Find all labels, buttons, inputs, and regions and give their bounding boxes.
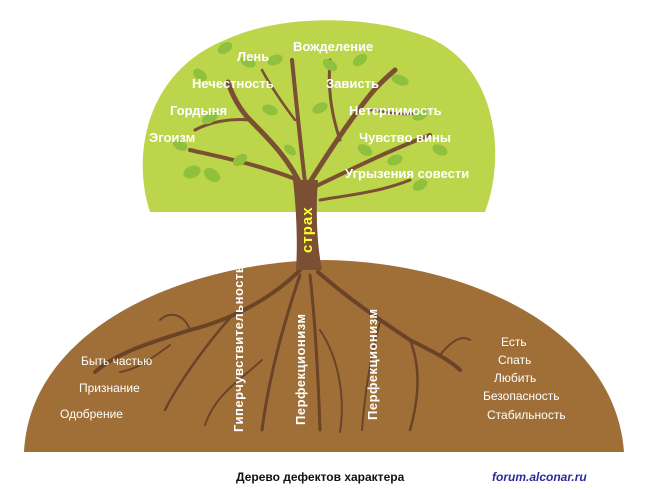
label-remorse: Угрызения совести (345, 166, 469, 181)
label-eat: Есть (501, 335, 527, 349)
label-stability: Стабильность (487, 408, 566, 422)
label-love: Любить (494, 371, 536, 385)
label-belong: Быть частью (81, 354, 152, 368)
tree-branches (188, 58, 432, 202)
label-hypersensitivity: Гиперчувствительность (231, 265, 246, 432)
label-perfectionism-1: Перфекционизм (293, 314, 308, 425)
root-vertical-labels: Гиперчувствительность Перфекционизм Перф… (231, 265, 380, 432)
label-lazy: Лень (237, 49, 269, 64)
trunk-label-fear: страх (299, 206, 316, 253)
right-root-labels: Есть Спать Любить Безопасность Стабильно… (483, 335, 566, 422)
left-root-labels: Быть частью Признание Одобрение (60, 354, 152, 421)
label-intolerance: Нетерпимость (349, 103, 442, 118)
soil-ground (24, 260, 624, 452)
label-lust: Вожделение (293, 39, 373, 54)
tree-leaves (172, 42, 448, 191)
tree-roots (93, 268, 471, 433)
label-guilt: Чувство вины (359, 130, 451, 145)
crown-labels: Лень Вожделение Нечестность Зависть Горд… (149, 39, 469, 181)
tree-trunk (293, 180, 322, 270)
source-url: forum.alconar.ru (492, 470, 587, 484)
label-recognition: Признание (79, 381, 140, 395)
label-sleep: Спать (498, 353, 531, 367)
label-safety: Безопасность (483, 389, 560, 403)
label-perfectionism-2: Перфекционизм (365, 309, 380, 420)
label-pride: Гордыня (170, 103, 227, 118)
tree-crown (142, 20, 496, 213)
label-egoism: Эгоизм (149, 130, 195, 145)
label-envy: Зависть (326, 76, 379, 91)
diagram-caption: Дерево дефектов характера (236, 470, 405, 484)
label-approval: Одобрение (60, 407, 123, 421)
label-dishonesty: Нечестность (192, 76, 274, 91)
